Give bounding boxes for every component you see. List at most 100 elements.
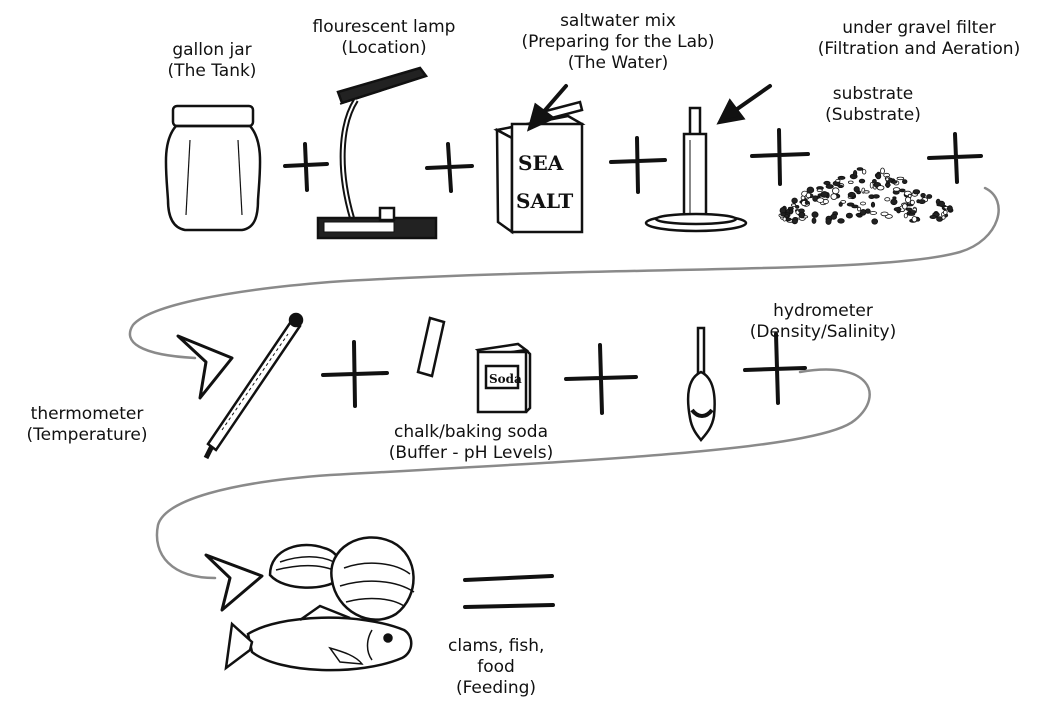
label-feeding: clams, fish, food (Feeding) [448,636,544,699]
label-thermometer: thermometer (Temperature) [12,404,162,446]
gravel-pebble [832,188,839,194]
feeding-name: clams, fish, [448,636,544,657]
gravel-pebble [838,176,845,179]
hydrometer-topic: (Density/Salinity) [730,322,916,343]
gravel-pebble [799,212,804,218]
substrate-name: substrate [800,84,946,105]
filter-topic: (Filtration and Aeration) [804,39,1034,60]
chalk-soda-icon: Soda [418,318,530,412]
gravel-pebble [836,179,840,182]
hydrometer-name: hydrometer [730,301,916,322]
gravel-pebble [831,194,837,200]
gravel-pebble [805,201,809,204]
thermometer-name: thermometer [12,404,162,425]
gravel-pebble [806,193,810,198]
gravel-pebble [812,212,818,218]
gravel-pebble [807,187,814,193]
equals-sign [465,576,553,607]
gravel-pebble [947,206,952,212]
gravel-pebble [848,181,853,184]
gravel-pebble [853,170,856,176]
gallon-jar-name: gallon jar [150,40,274,61]
filter-name: under gravel filter [804,18,1034,39]
gravel-pebble [910,200,914,204]
buffer-topic: (Buffer - pH Levels) [366,443,576,464]
gravel-pebble [908,194,911,197]
gravel-pebble [792,198,798,203]
gravel-pebble [886,178,889,181]
gravel-pebble [891,199,897,205]
label-gallon-jar: gallon jar (The Tank) [150,40,274,82]
lamp-icon [318,68,436,238]
gravel-pebble [839,202,842,206]
gravel-pebble [785,214,789,217]
gravel-pebble [881,168,885,174]
gravel-pebble [906,208,912,211]
gravel-pebble [854,187,859,193]
gravel-pebble [860,202,865,205]
gravel-pebble [791,204,795,207]
sea-salt-text-1: SEA [518,151,564,175]
lamp-topic: (Location) [296,38,472,59]
label-substrate: substrate (Substrate) [800,84,946,126]
gravel-pebble [902,180,907,184]
gravel-pebble [812,218,816,224]
gravel-pebble [870,212,877,215]
gravel-pebble [801,196,805,200]
gravel-pebble [848,192,855,197]
label-filter: under gravel filter (Filtration and Aera… [804,18,1034,60]
label-hydrometer: hydrometer (Density/Salinity) [730,301,916,343]
gravel-pebble [885,184,890,187]
saltwater-topic-2: (The Water) [510,53,726,74]
gravel-pebble [817,189,822,191]
filter-icon [646,108,746,231]
gravel-pebble [921,193,926,197]
saltwater-topic: (Preparing for the Lab) [510,32,726,53]
gravel-pebble [870,182,873,188]
gravel-pebble [897,177,904,180]
gravel-pebble [873,195,879,199]
gravel-pebble [857,168,863,171]
gravel-pebble [824,181,830,184]
gravel-pebble [817,198,824,203]
gravel-pebble [839,185,843,188]
gravel-pebble [913,190,920,194]
gravel-pebble [881,212,888,216]
gravel-pebble [942,216,945,220]
clams-icon [270,537,414,619]
gravel-pebble [872,179,876,183]
hydrometer-icon [688,328,715,440]
gravel-pebble [930,215,936,218]
saltwater-name: saltwater mix [510,11,726,32]
soda-box-text: Soda [489,372,522,386]
gravel-pebble [862,170,866,175]
gravel-pebble [939,201,945,206]
gravel-pebble [877,186,884,190]
label-saltwater: saltwater mix (Preparing for the Lab) (T… [510,11,726,74]
lamp-name: flourescent lamp [296,17,472,38]
arrowhead-row3 [206,555,262,610]
gravel-pebble [796,205,799,208]
label-lamp: flourescent lamp (Location) [296,17,472,59]
gravel-pebble [858,207,861,211]
sea-salt-text-2: SALT [516,189,573,213]
gravel-pebble [893,188,900,192]
jar-icon [166,106,260,230]
gravel-pebble [927,195,932,199]
gravel-pebble [826,185,833,189]
thermometer-topic: (Temperature) [12,425,162,446]
gravel-pebble [904,214,907,218]
gravel-pebble [859,179,865,183]
buffer-name: chalk/baking soda [366,422,576,443]
gravel-pebble [900,189,906,192]
gravel-pebble [864,191,869,193]
gravel-pebble [871,202,874,207]
thermometer-icon [206,314,302,458]
gravel-pebble [860,209,866,215]
gravel-pebble [912,217,917,222]
gravel-pebble [846,213,852,218]
gravel-pebble [847,203,854,206]
gravel-pebble [872,219,878,224]
gravel-pebble [943,210,947,214]
